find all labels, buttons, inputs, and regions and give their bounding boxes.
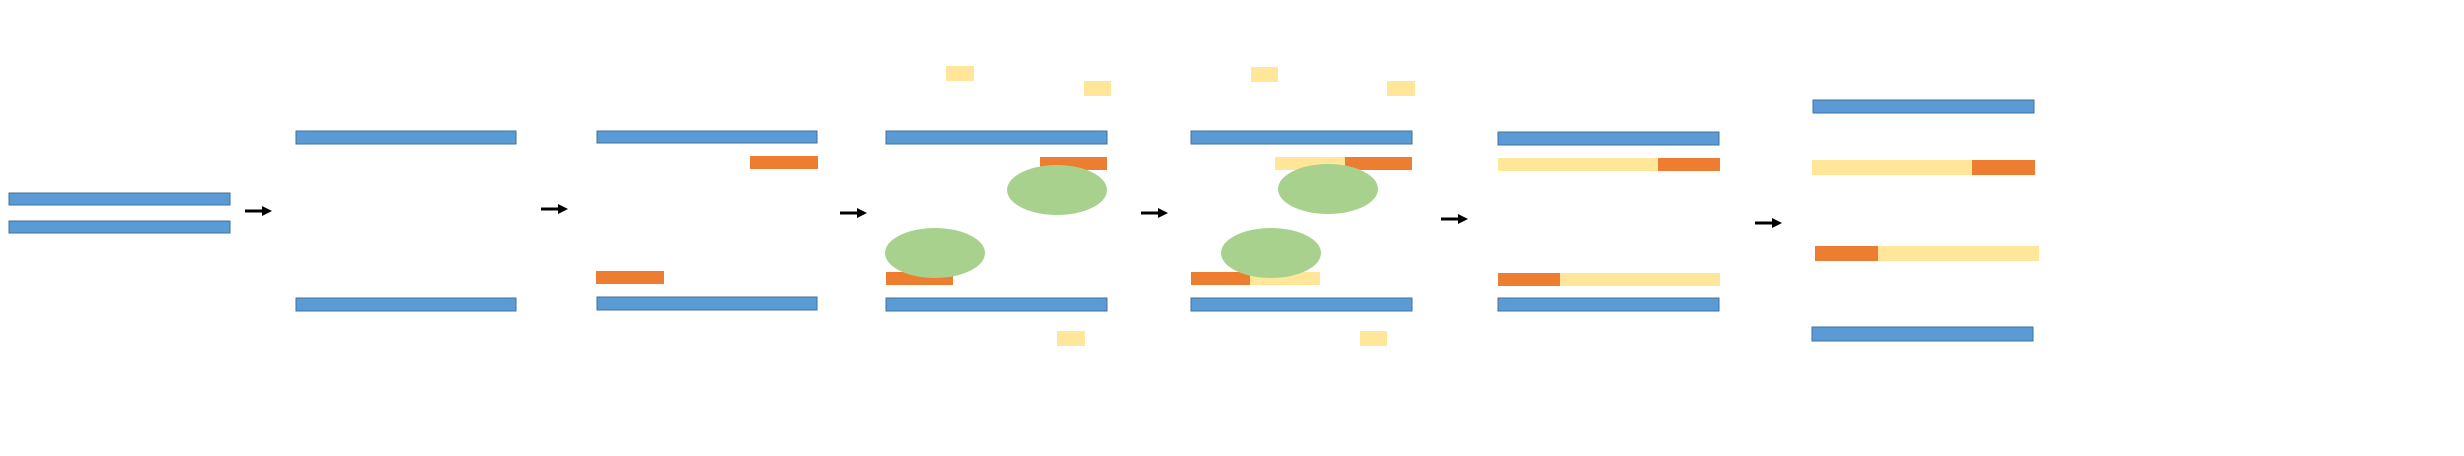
template-strand-top — [295, 130, 517, 145]
free-nucleotide — [1387, 81, 1415, 96]
polymerase-bottom — [1221, 228, 1321, 278]
primer-forward — [596, 271, 664, 284]
polymerase-top — [1007, 165, 1107, 215]
template-strand-top — [8, 192, 231, 206]
process-arrow-4 — [1141, 208, 1168, 218]
template-strand-bottom — [8, 220, 231, 234]
free-nucleotide — [1360, 331, 1387, 346]
template-strand-top — [1497, 131, 1720, 146]
stage-7-two-copies — [1811, 99, 2039, 342]
template-strand-top — [885, 130, 1108, 145]
new-strand-bottom — [1560, 273, 1720, 286]
primer-forward — [1191, 272, 1252, 285]
template-strand-top — [596, 130, 818, 144]
template-strand-bottom — [295, 297, 517, 312]
new-strand-top — [1498, 158, 1658, 171]
template-strand-top — [1190, 130, 1413, 145]
new-strand-top — [1812, 160, 1973, 175]
primer-reverse — [1658, 158, 1720, 171]
process-arrow-2 — [541, 204, 568, 214]
new-strand-bottom — [1878, 246, 2039, 261]
process-arrow-5 — [1441, 214, 1468, 224]
polymerase-top — [1278, 164, 1378, 214]
process-arrow-6 — [1755, 218, 1782, 228]
free-nucleotide — [1057, 331, 1085, 346]
primer-reverse — [1345, 157, 1412, 170]
stage-5-extension-in-progress — [1190, 67, 1415, 346]
stage-6-extension-complete — [1497, 131, 1720, 312]
primer-forward — [1815, 246, 1879, 261]
process-arrow-3 — [840, 208, 867, 218]
template-strand-bottom — [885, 297, 1108, 312]
free-nucleotide — [1251, 67, 1278, 82]
stage-4-polymerase-bound — [885, 66, 1111, 346]
template-strand-bottom — [1190, 297, 1413, 312]
stage-2-denatured-strands — [295, 130, 517, 312]
primer-reverse — [750, 156, 818, 169]
template-strand-bottom — [596, 296, 818, 311]
template-strand-bottom — [1811, 326, 2034, 342]
free-nucleotide — [1084, 81, 1111, 96]
free-nucleotide — [946, 66, 974, 81]
polymerase-bottom — [885, 228, 985, 278]
template-strand-top — [1812, 99, 2035, 114]
stage-3-primers-annealed — [596, 130, 818, 311]
stage-1-double-stranded-template — [8, 192, 231, 234]
template-strand-bottom — [1497, 297, 1720, 312]
primer-forward — [1498, 273, 1560, 286]
process-arrow-1 — [245, 206, 272, 216]
primer-reverse — [1972, 160, 2035, 175]
